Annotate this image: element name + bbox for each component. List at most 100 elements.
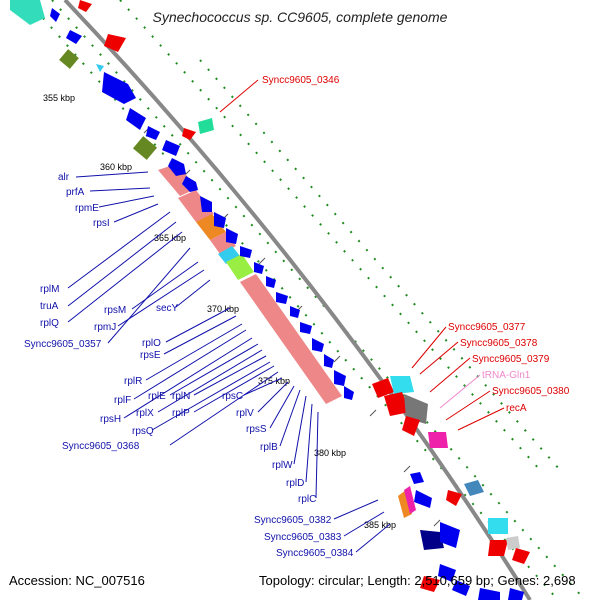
gene-blue-big bbox=[102, 72, 136, 104]
gene-blue-12 bbox=[240, 246, 252, 258]
gene-red-right-7 bbox=[420, 576, 440, 592]
gene-red-3 bbox=[182, 128, 196, 140]
gene-label-Syncc9605-0382[interactable]: Syncc9605_0382 bbox=[254, 515, 332, 526]
gene-teal-2 bbox=[198, 118, 214, 134]
gene-blue-5 bbox=[146, 126, 160, 140]
gene-label-rpsS[interactable]: rpsS bbox=[246, 424, 267, 435]
kbp-label: 385 kbp bbox=[364, 520, 396, 530]
gene-label-alr[interactable]: alr bbox=[58, 172, 70, 183]
accession-text: Accession: NC_007516 bbox=[9, 573, 145, 588]
gene-label-rpsM[interactable]: rpsM bbox=[104, 305, 126, 316]
gene-blue-right-2 bbox=[414, 490, 432, 508]
gene-label-rpmE[interactable]: rpmE bbox=[75, 203, 99, 214]
gene-blue-21 bbox=[344, 386, 354, 400]
gene-cyan-2 bbox=[218, 246, 240, 264]
kbp-label: 380 kbp bbox=[314, 448, 346, 458]
gene-label-tRNA-Gln1[interactable]: tRNA-Gln1 bbox=[482, 370, 531, 381]
gene-label-rplV[interactable]: rplV bbox=[236, 408, 254, 419]
gene-blue-4 bbox=[126, 108, 146, 130]
gene-label-rplP[interactable]: rplP bbox=[172, 408, 190, 419]
gene-gray-right bbox=[404, 394, 428, 424]
gene-red-right-5 bbox=[488, 540, 508, 556]
gene-olive-2 bbox=[132, 136, 158, 160]
gene-orange bbox=[196, 214, 226, 240]
gene-pink-right bbox=[428, 432, 448, 448]
guide-lines bbox=[26, 0, 586, 600]
gene-label-rplW[interactable]: rplW bbox=[272, 460, 293, 471]
gene-green-olive bbox=[59, 49, 79, 69]
gene-label-rplE[interactable]: rplE bbox=[148, 391, 166, 402]
gene-red-2 bbox=[104, 34, 126, 52]
gene-red-right-3 bbox=[402, 416, 420, 436]
gene-features bbox=[10, 0, 530, 600]
gene-blue-7 bbox=[168, 158, 186, 176]
gene-blue-16 bbox=[290, 306, 300, 318]
gene-label-rpmJ[interactable]: rpmJ bbox=[94, 322, 116, 333]
gene-label-Syncc9605-0383[interactable]: Syncc9605_0383 bbox=[264, 532, 342, 543]
gene-label-rplQ[interactable]: rplQ bbox=[40, 318, 59, 329]
gene-orange-right bbox=[398, 490, 412, 518]
gene-label-truA[interactable]: truA bbox=[40, 301, 59, 312]
kbp-label: 375 kbp bbox=[258, 376, 290, 386]
gene-label-rplN[interactable]: rplN bbox=[172, 391, 190, 402]
gene-label-rplM[interactable]: rplM bbox=[40, 284, 59, 295]
gene-label-rplX[interactable]: rplX bbox=[136, 408, 154, 419]
gene-label-Syncc9605-0380[interactable]: Syncc9605_0380 bbox=[492, 386, 570, 397]
gene-red-top bbox=[78, 0, 92, 12]
gene-steelblue bbox=[464, 480, 484, 496]
gene-label-rplB[interactable]: rplB bbox=[260, 442, 278, 453]
gene-blue-14 bbox=[266, 276, 276, 288]
gene-blue-18 bbox=[312, 338, 324, 352]
gene-label-secY[interactable]: secY bbox=[156, 303, 179, 314]
gene-salmon-2 bbox=[178, 190, 214, 222]
gene-blue-top bbox=[50, 8, 60, 22]
gene-label-Syncc9605-0368[interactable]: Syncc9605_0368 bbox=[62, 441, 140, 452]
gene-magenta-right bbox=[404, 486, 416, 514]
gene-label-prfA[interactable]: prfA bbox=[66, 187, 85, 198]
gene-label-Syncc9605-0377[interactable]: Syncc9605_0377 bbox=[448, 322, 526, 333]
gene-blue-19 bbox=[324, 354, 334, 368]
gene-label-rpsH[interactable]: rpsH bbox=[100, 414, 121, 425]
kbp-label: 360 kbp bbox=[100, 162, 132, 172]
gene-blue-right-5 bbox=[508, 588, 524, 600]
gene-label-rplO[interactable]: rplO bbox=[142, 338, 161, 349]
gene-label-rpsI[interactable]: rpsI bbox=[93, 218, 110, 229]
gene-label-rplC[interactable]: rplC bbox=[298, 494, 316, 505]
gene-salmon-4 bbox=[240, 274, 342, 404]
gene-blue-right-7 bbox=[452, 580, 470, 596]
gene-blue-6 bbox=[162, 140, 180, 156]
gene-blue-right-6 bbox=[438, 564, 456, 582]
gene-navy-right bbox=[420, 530, 444, 550]
gene-label-Syncc9605-0357[interactable]: Syncc9605_0357 bbox=[24, 339, 102, 350]
kbp-label: 355 kbp bbox=[43, 93, 75, 103]
gene-label-Syncc9605-0378[interactable]: Syncc9605_0378 bbox=[460, 338, 538, 349]
gene-label-rpsC[interactable]: rpsC bbox=[222, 391, 243, 402]
gene-label-Syncc9605-0384[interactable]: Syncc9605_0384 bbox=[276, 548, 354, 559]
gene-cyan-right-2 bbox=[488, 518, 508, 534]
gene-lightblue bbox=[96, 64, 104, 72]
gene-cyan-right bbox=[390, 376, 414, 394]
gene-label-recA[interactable]: recA bbox=[506, 403, 527, 414]
gene-blue-3 bbox=[66, 30, 82, 44]
gene-gray-right-2 bbox=[506, 536, 520, 550]
gene-red-right-2 bbox=[384, 392, 410, 416]
gene-label-rpsE[interactable]: rpsE bbox=[140, 350, 161, 361]
gene-blue-right-4 bbox=[478, 588, 500, 600]
gene-label-Syncc9605-0346[interactable]: Syncc9605_0346 bbox=[262, 75, 340, 86]
gene-lime bbox=[226, 254, 254, 280]
gene-label-rplD[interactable]: rplD bbox=[286, 478, 304, 489]
gene-cyan-top bbox=[10, 0, 45, 25]
gene-blue-11 bbox=[226, 228, 238, 244]
gene-label-rplF[interactable]: rplF bbox=[114, 395, 131, 406]
gene-blue-right-3 bbox=[440, 522, 460, 548]
gene-blue-8 bbox=[182, 176, 198, 192]
gene-blue-17 bbox=[300, 322, 312, 334]
gene-label-rplR[interactable]: rplR bbox=[124, 376, 142, 387]
leader-lines-left bbox=[67, 171, 391, 553]
gene-red-right-4 bbox=[446, 490, 462, 506]
kbp-label: 365 kbp bbox=[154, 233, 186, 243]
gene-label-rpsQ[interactable]: rpsQ bbox=[132, 426, 154, 437]
gene-label-Syncc9605-0379[interactable]: Syncc9605_0379 bbox=[472, 354, 550, 365]
gene-blue-20 bbox=[334, 370, 346, 386]
